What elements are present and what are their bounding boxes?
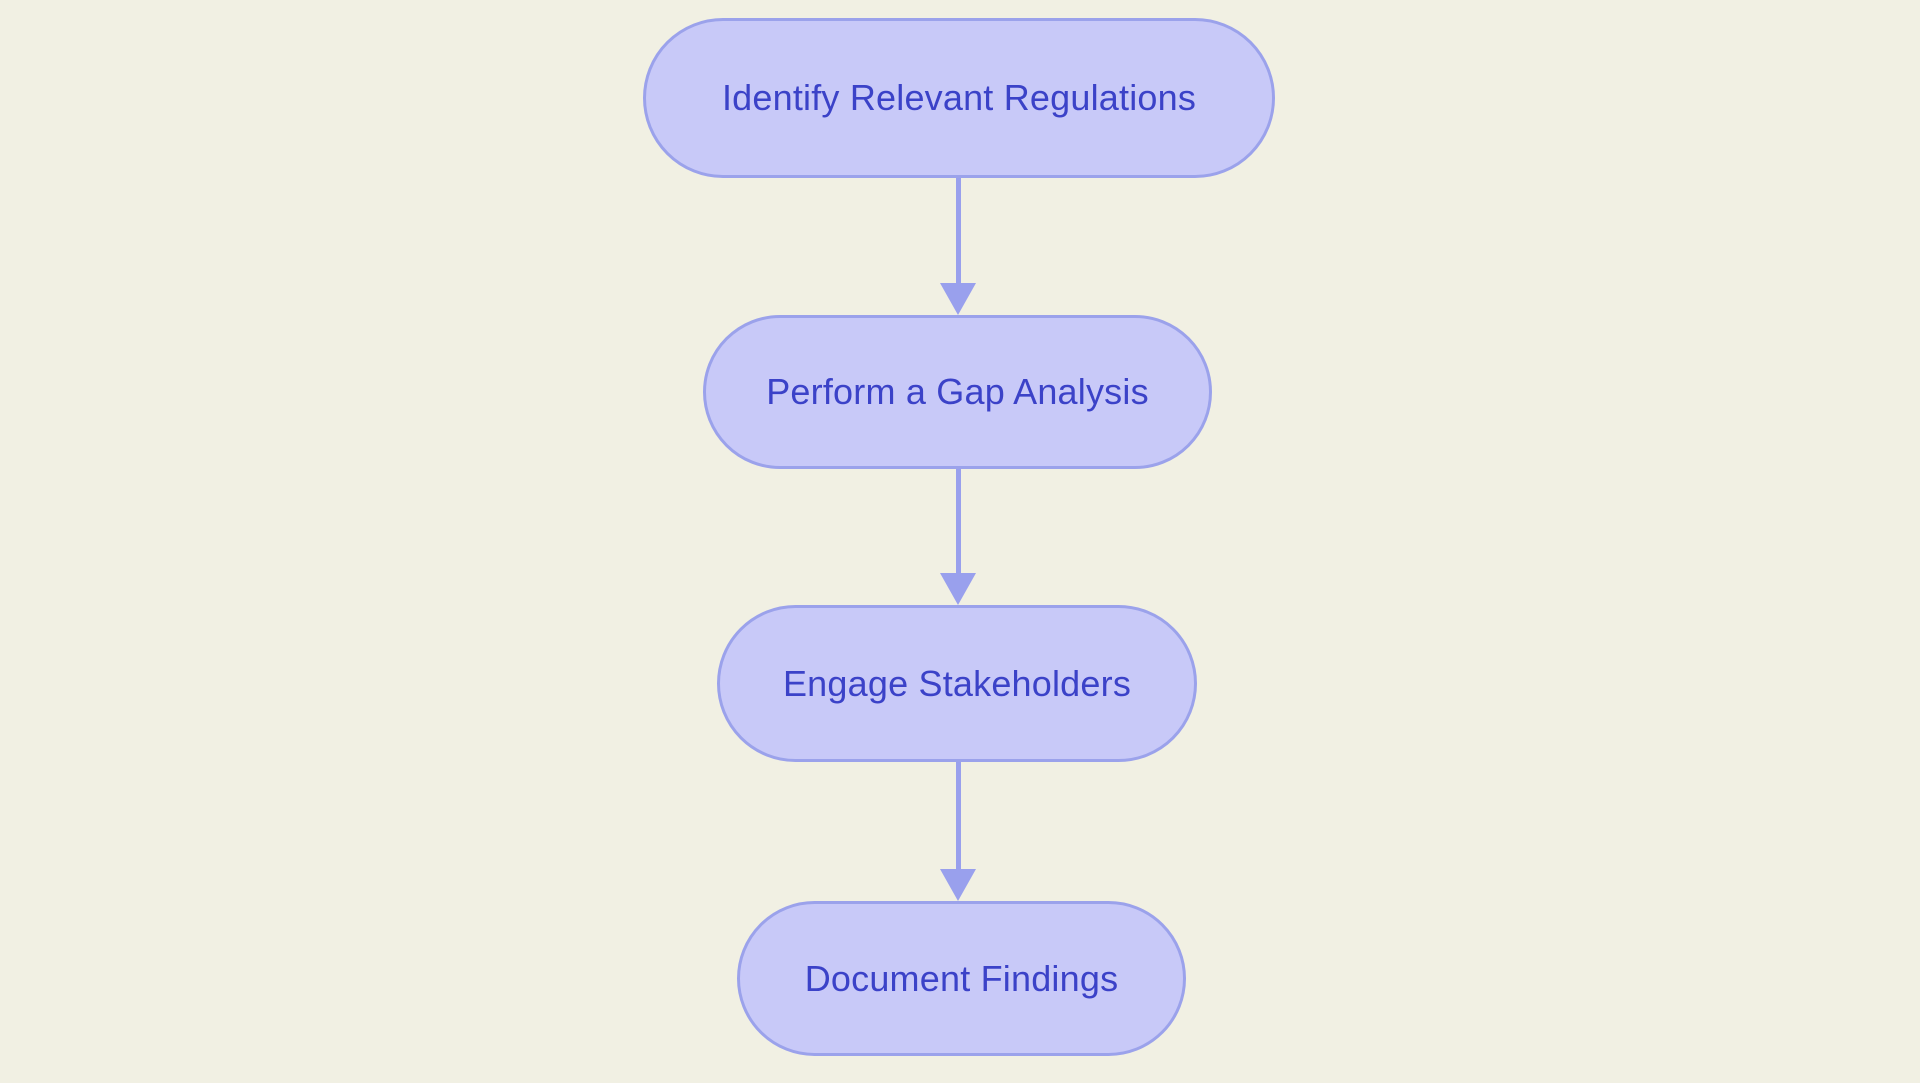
flow-arrow-2 <box>940 469 976 605</box>
arrow-line <box>955 178 961 283</box>
flowchart-node-engage-stakeholders: Engage Stakeholders <box>717 605 1197 762</box>
node-label: Perform a Gap Analysis <box>766 371 1149 412</box>
flowchart-node-perform-gap-analysis: Perform a Gap Analysis <box>703 315 1212 469</box>
flowchart-node-document-findings: Document Findings <box>737 901 1186 1056</box>
flow-arrow-1 <box>940 178 976 315</box>
arrow-down-icon <box>940 283 976 315</box>
node-label: Engage Stakeholders <box>782 662 1132 704</box>
node-label: Document Findings <box>804 957 1119 999</box>
arrow-down-icon <box>940 869 976 901</box>
node-label: Identify Relevant Regulations <box>721 77 1197 118</box>
arrow-line <box>955 762 961 869</box>
arrow-down-icon <box>940 573 976 605</box>
flowchart-node-identify-relevant-regulations: Identify Relevant Regulations <box>643 18 1275 178</box>
arrow-line <box>955 469 961 573</box>
flow-arrow-3 <box>940 762 976 901</box>
